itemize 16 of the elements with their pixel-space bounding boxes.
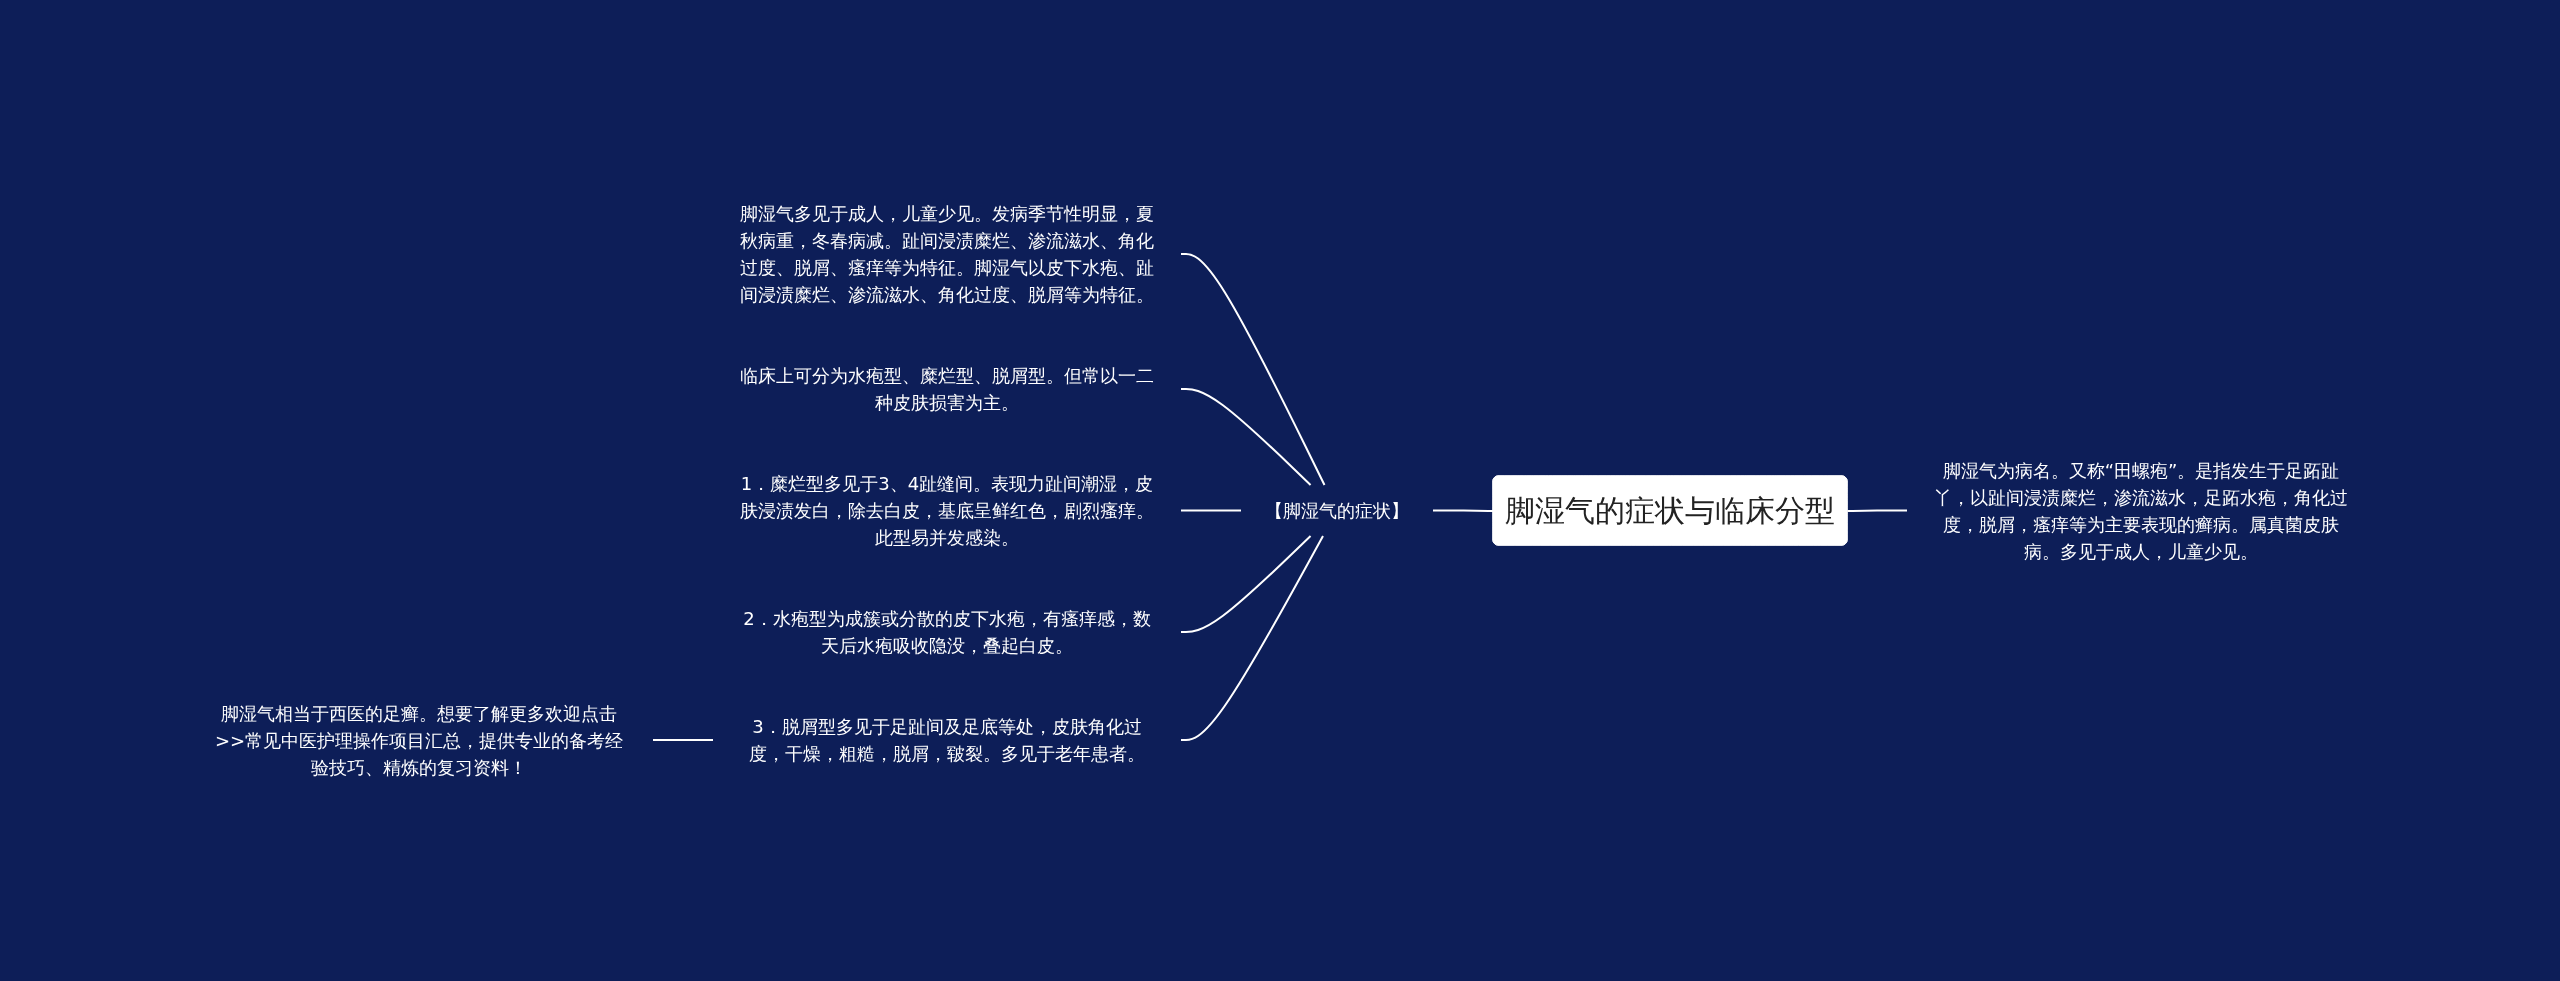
node-text: 临床上可分为水疱型、糜烂型、脱屑型。但常以一二种皮肤损害为主。 [740,365,1154,414]
connector [1180,388,1312,487]
node-text: 【脚湿气的症状】 [1265,500,1409,522]
connector [1846,509,1908,513]
connector [1180,535,1324,742]
node-text: 1．糜烂型多见于3、4趾缝间。表现力趾间潮湿，皮肤浸渍发白，除去白皮，基底呈鲜红色，剧烈瘙痒。此型易并发感染。 [740,473,1154,549]
connector [652,739,714,742]
node-text: 2．水疱型为成簇或分散的皮下水疱，有瘙痒感，数天后水疱吸收隐没，叠起白皮。 [743,608,1151,657]
node-text: 脚湿气为病名。又称“田螺疱”。是指发生于足跖趾丫，以趾间浸渍糜烂，渗流滋水，足跖水疱，角化过度，脱屑，瘙痒等为主要表现的癣病。属真菌皮肤病。多见于成人，儿童少见。 [1934,459,2348,562]
connector [1180,253,1326,487]
connector [1180,535,1312,634]
connector [1432,509,1495,513]
connector [1180,509,1242,512]
node-text: 脚湿气多见于成人，儿童少见。发病季节性明显，夏秋病重，冬春病减。趾间浸渍糜烂、渗流滋水、角化过度、脱屑、瘙痒等为特征。脚湿气以皮下水疱、趾间浸渍糜烂、渗流滋水、角化过度、脱屑等为特征。 [740,203,1154,306]
node-text: 脚湿气相当于西医的足癣。想要了解更多欢迎点击>>常见中医护理操作项目汇总，提供专业的备考经验技巧、精炼的复习资料！ [214,702,624,778]
node-text: 3．脱屑型多见于足趾间及足底等处，皮肤角化过度，干燥，粗糙，脱屑，皲裂。多见于老年患者。 [749,716,1145,765]
